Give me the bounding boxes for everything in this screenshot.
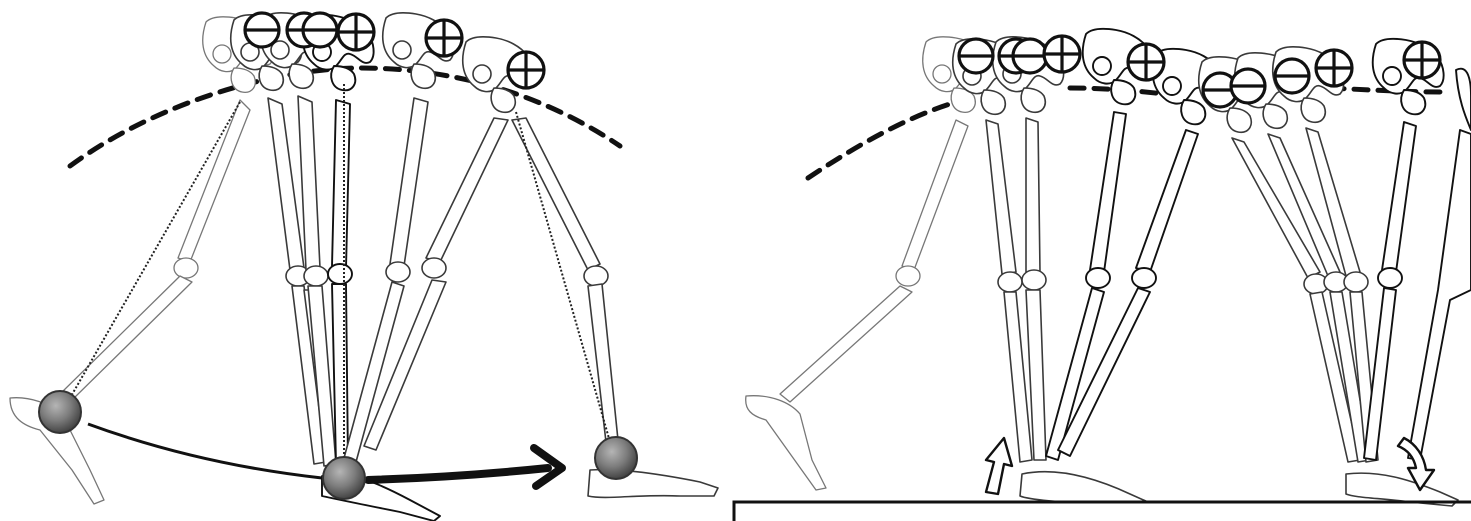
circle-plus-icon	[1316, 50, 1352, 86]
circle-plus-icon	[338, 14, 374, 50]
left-panel	[10, 13, 718, 521]
foot-mass-back	[39, 391, 81, 433]
right-panel	[734, 29, 1471, 521]
leg-skeleton	[1273, 47, 1458, 506]
leg-skeleton	[1058, 49, 1224, 456]
swing-arc-thin	[88, 424, 322, 478]
leg-skeleton	[746, 37, 994, 490]
swing-arc-thick	[368, 468, 548, 480]
circle-plus-icon	[1404, 42, 1440, 78]
circle-plus-icon	[1231, 69, 1265, 103]
circle-plus-icon	[508, 52, 544, 88]
circle-plus-icon	[426, 20, 462, 56]
circle-plus-icon	[959, 39, 993, 73]
circle-plus-icon	[1275, 59, 1309, 93]
leg-skeletons-right	[746, 29, 1471, 508]
circle-plus-icon	[1128, 44, 1164, 80]
circle-plus-icon	[303, 13, 337, 47]
curved-up-arrow-icon	[986, 438, 1012, 494]
circle-plus-icon	[1044, 36, 1080, 72]
leg-skeleton	[1408, 69, 1471, 460]
com-trajectory-right	[808, 104, 950, 178]
circle-plus-icon	[1013, 39, 1047, 73]
foot-mass-front	[595, 437, 637, 479]
foot-mass-mid	[323, 457, 365, 499]
ground-plane	[734, 502, 1471, 521]
leg-skeleton	[364, 37, 534, 450]
circle-plus-icon	[245, 13, 279, 47]
